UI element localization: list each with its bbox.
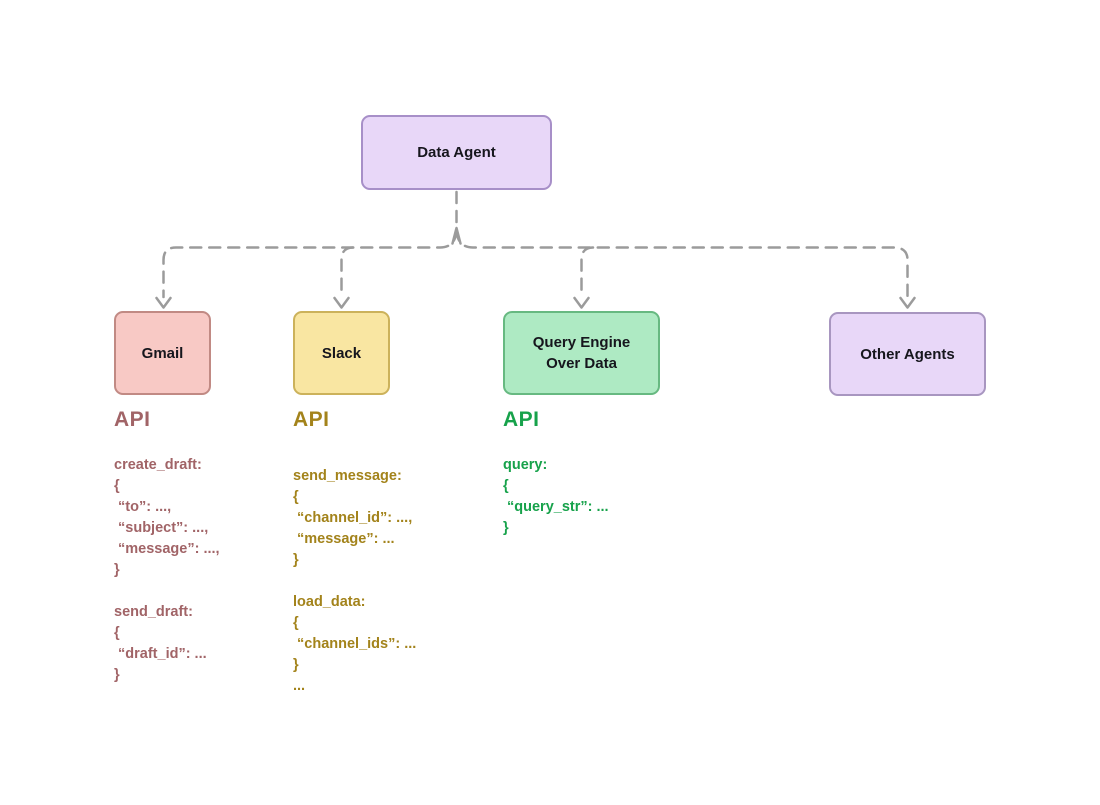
node-query-engine: Query Engine Over Data xyxy=(503,311,660,395)
edge-to-query-engine xyxy=(580,246,595,299)
api-section-query-engine: API query: { “query_str”: ...} xyxy=(503,408,609,539)
api-code-line: { xyxy=(293,489,299,505)
node-other-agents-label: Other Agents xyxy=(860,345,955,363)
node-data-agent-label: Data Agent xyxy=(417,144,496,161)
api-code-line: “message”: ... xyxy=(293,531,395,547)
api-code-line xyxy=(114,581,220,602)
api-code-line: “channel_ids”: ... xyxy=(293,636,417,652)
arrowhead-query-icon xyxy=(573,296,590,309)
arrowhead-slack-icon xyxy=(333,296,350,309)
api-code-query-engine: query: { “query_str”: ...} xyxy=(503,455,609,539)
api-code-line: create_draft: xyxy=(114,457,202,473)
arrowhead-gmail-icon xyxy=(155,296,172,309)
api-code-line: ... xyxy=(293,678,306,694)
api-heading-query-engine: API xyxy=(503,408,540,431)
api-code-line: { xyxy=(503,478,509,494)
api-code-line: } xyxy=(293,657,299,673)
node-slack-label: Slack xyxy=(321,344,362,362)
api-code-line: } xyxy=(293,552,299,568)
api-code-line: { xyxy=(293,615,299,631)
node-gmail: Gmail xyxy=(114,311,211,395)
api-heading-gmail: API xyxy=(114,408,151,431)
api-code-slack: send_message: { “channel_id”: ..., “messa… xyxy=(293,466,416,697)
api-code-line: send_message: xyxy=(293,468,402,484)
api-code-line: send_draft: xyxy=(114,604,193,620)
api-code-line: { xyxy=(114,478,120,494)
api-section-gmail: API create_draft: { “to”: ..., “subject”:… xyxy=(114,408,220,686)
api-code-gmail: create_draft: { “to”: ..., “subject”: ...… xyxy=(114,455,220,686)
junction-arrow-icon xyxy=(451,226,462,245)
node-query-engine-label: Query Engine Over Data xyxy=(532,334,631,372)
edge-to-slack xyxy=(340,246,355,299)
api-code-line xyxy=(293,571,416,592)
node-data-agent: Data Agent xyxy=(361,115,552,190)
api-code-line: “query_str”: ... xyxy=(503,499,609,515)
node-other-agents: Other Agents xyxy=(829,312,986,396)
api-heading-slack: API xyxy=(293,408,330,431)
api-code-line: “to”: ..., xyxy=(114,499,172,515)
api-code-line: load_data: xyxy=(293,594,366,610)
arrowheads xyxy=(155,226,916,309)
api-code-line: } xyxy=(114,667,120,683)
arrowhead-other-icon xyxy=(899,296,916,309)
api-code-line: } xyxy=(503,520,509,536)
api-code-line: “channel_id”: ..., xyxy=(293,510,413,526)
api-code-line: “message”: ..., xyxy=(114,541,220,557)
api-code-line: } xyxy=(114,562,120,578)
node-slack: Slack xyxy=(293,311,390,395)
dashed-connectors xyxy=(162,190,909,299)
edge-to-other-agents xyxy=(455,228,909,299)
api-code-line: “draft_id”: ... xyxy=(114,646,207,662)
api-code-line: { xyxy=(114,625,120,641)
api-code-line: “subject”: ..., xyxy=(114,520,209,536)
api-code-line: query: xyxy=(503,457,548,473)
node-gmail-label: Gmail xyxy=(141,344,184,362)
edge-to-gmail xyxy=(162,228,458,299)
api-section-slack: API send_message: { “channel_id”: ..., “m… xyxy=(293,408,416,697)
